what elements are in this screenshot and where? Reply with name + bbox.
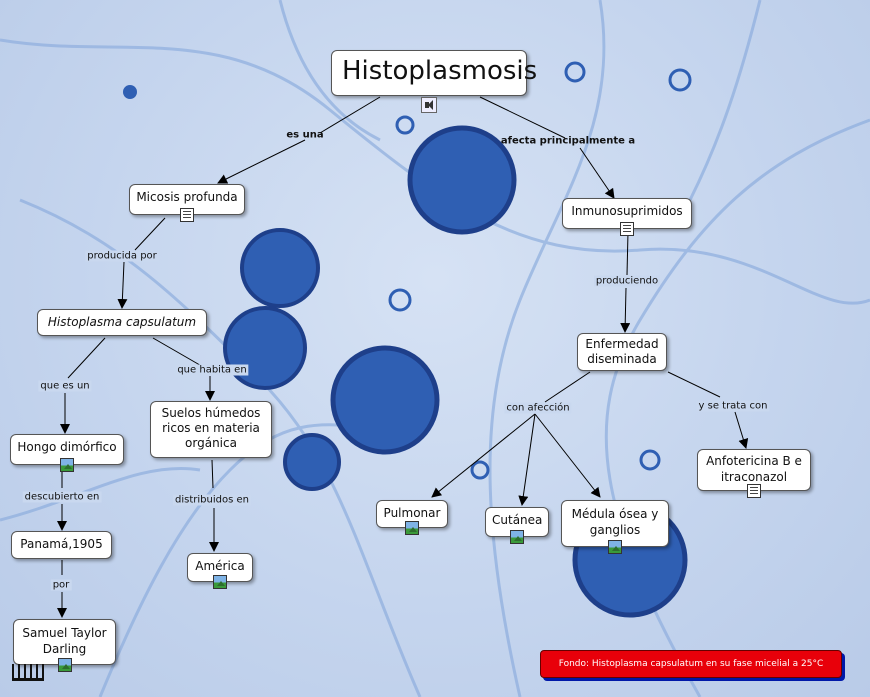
concept-pulmonar[interactable]: Pulmonar xyxy=(376,500,448,535)
concept-cutanea[interactable]: Cutánea xyxy=(485,507,549,544)
concept-histoplasma-text: Histoplasma capsulatum xyxy=(47,315,197,329)
concept-anfotericina-text: Anfotericina B e itraconazol xyxy=(706,454,802,484)
link-label-que-habita: que habita en xyxy=(175,364,249,376)
concept-inmunosuprimidos[interactable]: Inmunosuprimidos xyxy=(562,198,692,236)
concept-medula[interactable]: Médula ósea y ganglios xyxy=(561,500,669,554)
link-label-por: por xyxy=(50,579,72,591)
concept-hongo[interactable]: Hongo dimórfico xyxy=(10,434,124,472)
concept-samuel-text: Samuel Taylor Darling xyxy=(22,626,107,656)
link-label-distribuidos: distribuidos en xyxy=(173,494,251,506)
concept-anfotericina[interactable]: Anfotericina B e itraconazol xyxy=(697,449,811,498)
concept-suelos[interactable]: Suelos húmedos ricos en materia orgánica xyxy=(150,401,272,458)
link-label-con-afeccion: con afección xyxy=(504,402,572,414)
concept-enfermedad[interactable]: Enfermedad diseminada xyxy=(577,333,667,371)
concept-cutanea-text: Cutánea xyxy=(492,513,543,527)
concept-title[interactable]: Histoplasmosis xyxy=(331,50,538,113)
image-icon[interactable] xyxy=(405,521,419,535)
concept-inmunosuprimidos-text: Inmunosuprimidos xyxy=(571,204,683,218)
link-label-descubierto: descubierto en xyxy=(22,491,102,503)
concept-suelos-text: Suelos húmedos ricos en materia orgánica xyxy=(161,406,261,450)
concept-micosis-text: Micosis profunda xyxy=(136,190,238,204)
link-label-produciendo: produciendo xyxy=(593,275,661,287)
document-icon[interactable] xyxy=(747,484,761,498)
link-label-afecta: afecta principalmente a xyxy=(500,135,636,147)
link-label-se-trata: y se trata con xyxy=(696,400,770,412)
document-icon[interactable] xyxy=(620,222,634,236)
image-icon[interactable] xyxy=(510,530,524,544)
concept-histoplasma[interactable]: Histoplasma capsulatum xyxy=(37,309,207,336)
concept-panama-text: Panamá,1905 xyxy=(20,537,103,551)
concept-pulmonar-text: Pulmonar xyxy=(383,506,441,520)
concept-micosis[interactable]: Micosis profunda xyxy=(129,184,245,222)
background-caption: Fondo: Histoplasma capsulatum en su fase… xyxy=(540,650,842,678)
concept-title-text: Histoplasmosis xyxy=(342,56,538,86)
image-icon[interactable] xyxy=(57,658,72,672)
document-icon[interactable] xyxy=(180,208,194,222)
link-label-es-una: es una xyxy=(286,129,324,141)
link-label-producida: producida por xyxy=(85,250,159,262)
scale-bar xyxy=(12,664,44,681)
concept-enfermedad-text: Enfermedad diseminada xyxy=(585,337,659,366)
image-icon[interactable] xyxy=(213,575,227,589)
concept-panama[interactable]: Panamá,1905 xyxy=(11,531,112,559)
concept-samuel[interactable]: Samuel Taylor Darling xyxy=(13,619,116,672)
concept-america-text: América xyxy=(195,559,245,573)
concept-hongo-text: Hongo dimórfico xyxy=(17,440,117,454)
image-icon[interactable] xyxy=(608,540,622,554)
link-label-que-es-un: que es un xyxy=(38,380,92,392)
concept-medula-text: Médula ósea y ganglios xyxy=(571,507,659,537)
image-icon[interactable] xyxy=(60,458,74,472)
concept-america[interactable]: América xyxy=(187,553,253,589)
sound-icon[interactable] xyxy=(421,97,437,113)
